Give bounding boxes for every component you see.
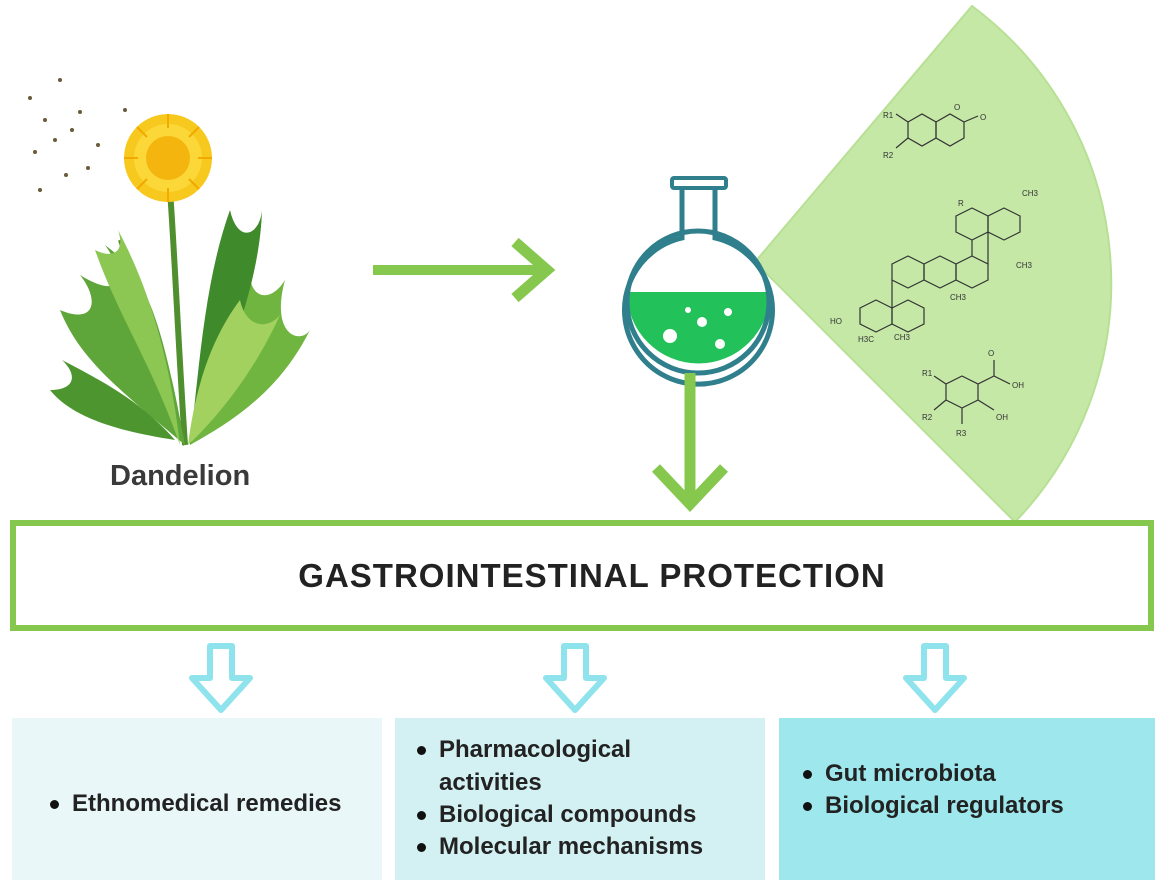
outline-down-arrow-icon bbox=[543, 643, 607, 713]
coumarin-carbonyl-o: O bbox=[980, 113, 986, 122]
gastrointestinal-protection-box: GASTROINTESTINAL PROTECTION bbox=[10, 520, 1154, 631]
triterpene-h3c: H3C bbox=[858, 335, 874, 344]
list-item: Gut microbiota bbox=[801, 758, 1064, 790]
list-item: Ethnomedical remedies bbox=[48, 788, 341, 820]
acid-oh: OH bbox=[996, 413, 1008, 422]
triterpene-r: R bbox=[958, 199, 964, 208]
panel-list: Ethnomedical remedies bbox=[48, 788, 341, 820]
acid-r1: R1 bbox=[922, 369, 933, 378]
triterpene-ch3-b: CH3 bbox=[950, 293, 967, 302]
right-arrow-icon bbox=[373, 237, 556, 303]
coumarin-r1: R1 bbox=[883, 111, 894, 120]
coumarin-r2: R2 bbox=[883, 151, 894, 160]
panel-pharmacology: Pharmacological activities Biological co… bbox=[395, 718, 765, 880]
triterpene-ch3-a: CH3 bbox=[894, 333, 911, 342]
acid-carbonyl-o: O bbox=[988, 349, 994, 358]
list-item: Biological regulators bbox=[801, 790, 1064, 822]
center-title: GASTROINTESTINAL PROTECTION bbox=[298, 556, 886, 594]
flask-icon bbox=[622, 176, 775, 387]
down-arrow-icon bbox=[652, 373, 728, 513]
list-item: Molecular mechanisms bbox=[415, 831, 703, 863]
acid-cooh: OH bbox=[1012, 381, 1024, 390]
triterpene-ch3-d: CH3 bbox=[1022, 189, 1039, 198]
panel-list: Gut microbiota Biological regulators bbox=[801, 758, 1064, 823]
outline-down-arrow-icon bbox=[903, 643, 967, 713]
triterpene-ho: HO bbox=[830, 317, 842, 326]
panel-gut: Gut microbiota Biological regulators bbox=[779, 718, 1155, 880]
chemical-structure-panel: R1 R2 O O HO H3C CH3 CH3 CH3 CH3 R O OH … bbox=[622, 4, 1113, 524]
coumarin-o: O bbox=[954, 103, 960, 112]
list-item: Pharmacological activities bbox=[415, 734, 659, 799]
panel-list: Pharmacological activities Biological co… bbox=[415, 734, 703, 864]
plant-label: Dandelion bbox=[110, 460, 251, 492]
acid-r2: R2 bbox=[922, 413, 933, 422]
acid-r3: R3 bbox=[956, 429, 967, 438]
dandelion-plant-icon bbox=[28, 78, 310, 446]
outline-down-arrow-icon bbox=[189, 643, 253, 713]
list-item: Biological compounds bbox=[415, 799, 703, 831]
panel-ethnomedical: Ethnomedical remedies bbox=[12, 718, 382, 880]
triterpene-ch3-c: CH3 bbox=[1016, 261, 1033, 270]
